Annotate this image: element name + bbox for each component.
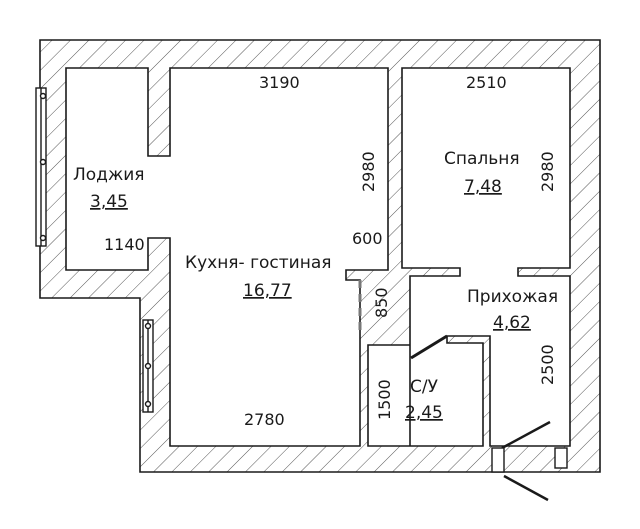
dim-opening: 850 [372,287,391,318]
bedroom-name: Спальня [444,149,520,169]
kitchen-area: 16,77 [243,281,292,301]
dim-bathroom-height: 1500 [375,379,394,420]
walls [39,39,601,473]
loggia-name: Лоджия [73,165,145,185]
dim-kitchen-bottom: 2780 [244,410,285,429]
bathroom-area: 2,45 [405,403,443,423]
dim-bedroom-height: 2980 [538,151,557,192]
kitchen-window [142,319,154,413]
dim-hallway-height: 2500 [538,344,557,385]
dim-kitchen-height: 2980 [359,151,378,192]
kitchen-name: Кухня- гостиная [185,253,331,273]
entrance-door [491,420,568,502]
dim-kitchen-top: 3190 [259,73,300,92]
dim-loggia-width: 1140 [104,235,145,254]
hallway-name: Прихожая [467,287,558,307]
dim-partition: 600 [352,229,383,248]
bedroom-area: 7,48 [464,177,502,197]
bathroom-name: С/У [410,377,439,397]
bathroom-door [410,334,448,360]
loggia-window [35,87,47,247]
loggia-area: 3,45 [90,192,128,212]
hallway-area: 4,62 [493,313,531,333]
dim-bedroom-top: 2510 [466,73,507,92]
